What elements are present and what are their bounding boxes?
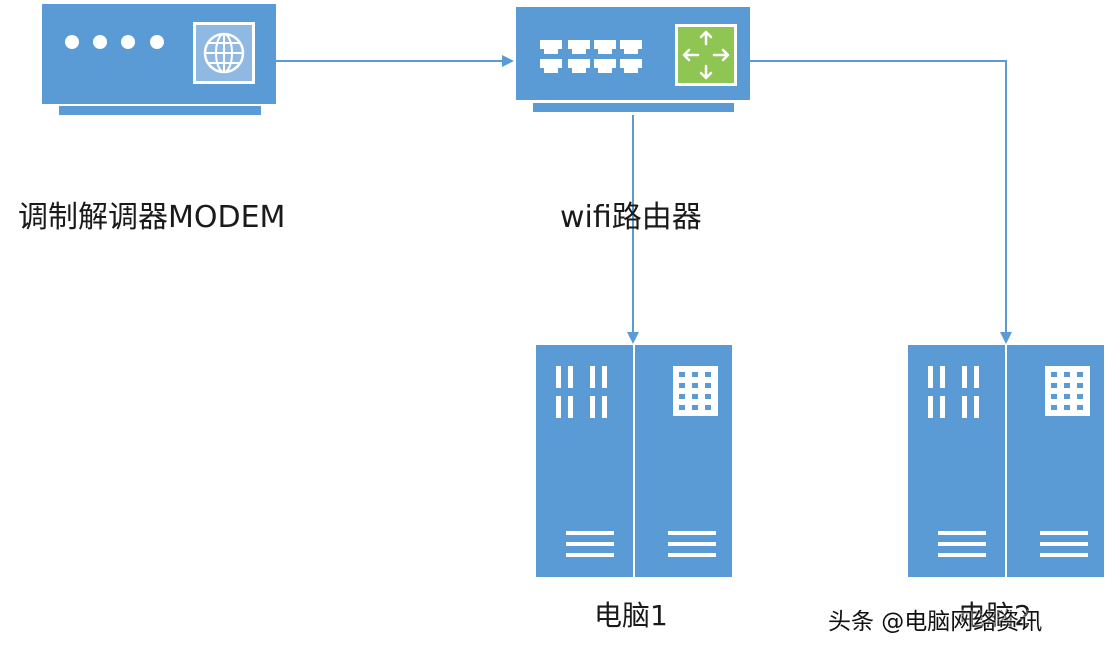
server-tower-icon: [536, 345, 732, 577]
modem-icon: [42, 4, 276, 115]
router-label: wifi路由器: [560, 200, 702, 235]
globe-icon: [203, 32, 245, 74]
edge-router-pc2: [750, 60, 1012, 344]
pc1-label: 电脑1: [594, 599, 668, 632]
router-icon: [516, 7, 750, 112]
ethernet-ports: [540, 40, 642, 73]
router-arrows-icon: [682, 30, 730, 80]
pc2-label: 电脑2: [958, 599, 1032, 632]
server-tower-icon: [908, 345, 1104, 577]
modem-label: 调制解调器MODEM: [18, 200, 286, 235]
watermark-text: 头条 @电脑网络资讯: [828, 609, 1043, 635]
